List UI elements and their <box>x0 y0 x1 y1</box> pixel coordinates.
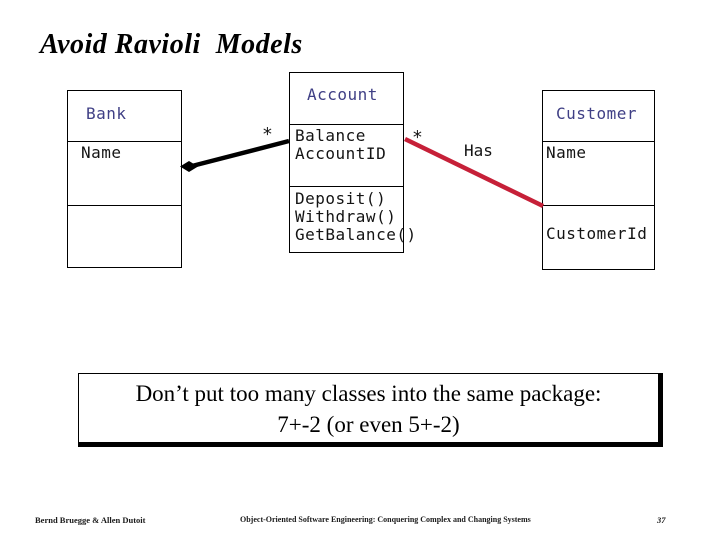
aggregation-diamond-icon <box>180 161 198 172</box>
slide-title: Avoid Ravioli Models <box>40 29 303 60</box>
customer-name-compartment: Customer <box>543 91 654 142</box>
account-name-compartment: Account <box>290 73 403 125</box>
class-box-customer: Customer Name CustomerId <box>542 90 655 270</box>
operation-label: GetBalance() <box>295 225 417 244</box>
footer-page-number: 37 <box>657 515 666 525</box>
operation-label: CustomerId <box>546 224 648 243</box>
note-line-1: Don’t put too many classes into the same… <box>135 381 602 406</box>
attribute-label: Balance <box>295 126 366 145</box>
account-operations-compartment: Deposit() Withdraw() GetBalance() <box>290 187 417 244</box>
footer-authors: Bernd Bruegge & Allen Dutoit <box>35 515 146 525</box>
bank-name-compartment: Bank <box>68 91 181 142</box>
attribute-label: Name <box>81 143 122 162</box>
account-attributes-compartment: Balance AccountID <box>290 125 403 187</box>
customer-attributes-compartment: Name <box>543 142 654 206</box>
bank-attributes-compartment: Name <box>68 142 181 206</box>
note-box: Don’t put too many classes into the same… <box>78 373 663 447</box>
operation-label: Withdraw() <box>295 207 397 226</box>
attribute-label: AccountID <box>295 144 387 163</box>
customer-operations-compartment: CustomerId <box>543 206 654 243</box>
attribute-label: Name <box>546 143 587 162</box>
class-box-bank: Bank Name <box>67 90 182 268</box>
multiplicity-star-bank-account: * <box>262 124 273 145</box>
class-box-account: Account Balance AccountID Deposit() With… <box>289 72 417 253</box>
note-line-2: 7+-2 (or even 5+-2) <box>277 412 460 437</box>
association-bank-account-line <box>191 138 290 169</box>
footer-book-title: Object-Oriented Software Engineering: Co… <box>240 515 531 524</box>
multiplicity-star-account-customer: * <box>412 127 423 148</box>
class-name-label: Bank <box>86 104 127 123</box>
association-label-has: Has <box>464 141 493 160</box>
operation-label: Deposit() <box>295 189 387 208</box>
class-name-label: Account <box>307 85 378 104</box>
class-name-label: Customer <box>556 104 638 123</box>
